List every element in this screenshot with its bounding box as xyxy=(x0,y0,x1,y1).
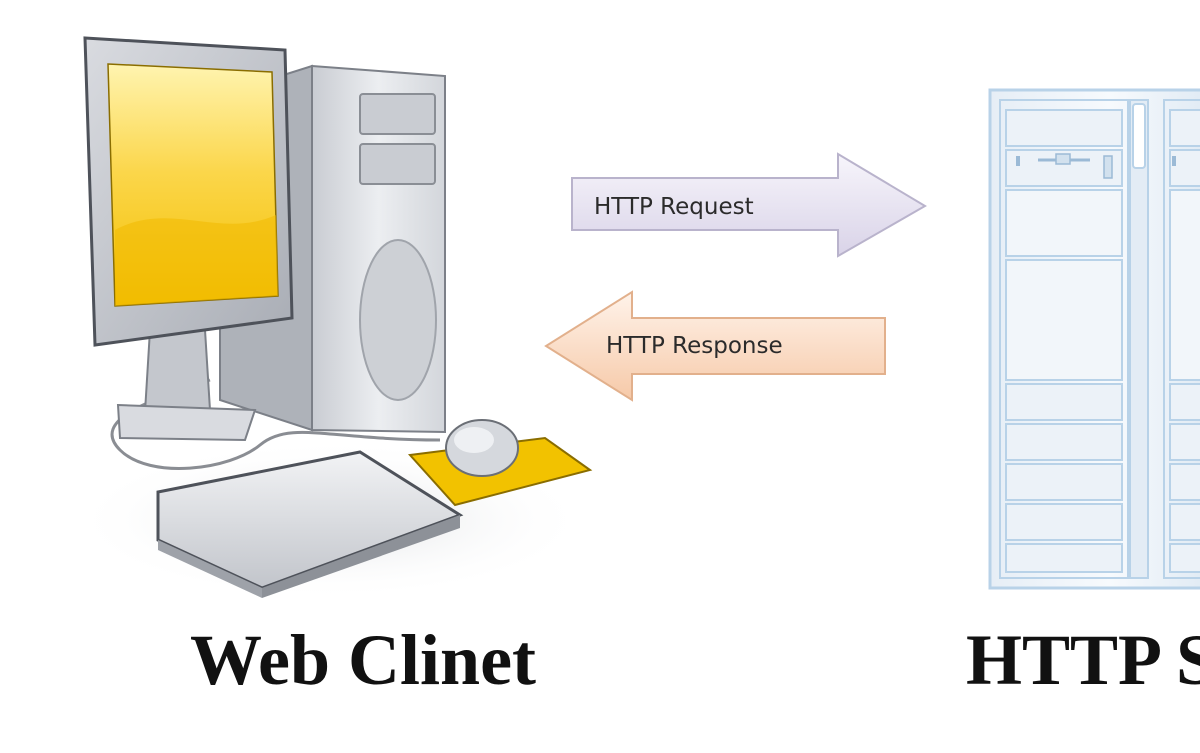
http-response-arrow: HTTP Response xyxy=(544,290,886,402)
http-server-caption: HTTP S xyxy=(966,624,1200,696)
http-request-label: HTTP Request xyxy=(594,194,754,220)
http-request-arrow: HTTP Request xyxy=(571,152,927,258)
web-client-caption: Web Clinet xyxy=(190,620,537,700)
mouse xyxy=(407,419,593,507)
server-rack-icon xyxy=(988,88,1200,590)
keyboard xyxy=(156,450,464,598)
http-response-label: HTTP Response xyxy=(606,333,783,359)
desktop-computer-icon xyxy=(70,36,593,600)
monitor xyxy=(83,36,294,347)
